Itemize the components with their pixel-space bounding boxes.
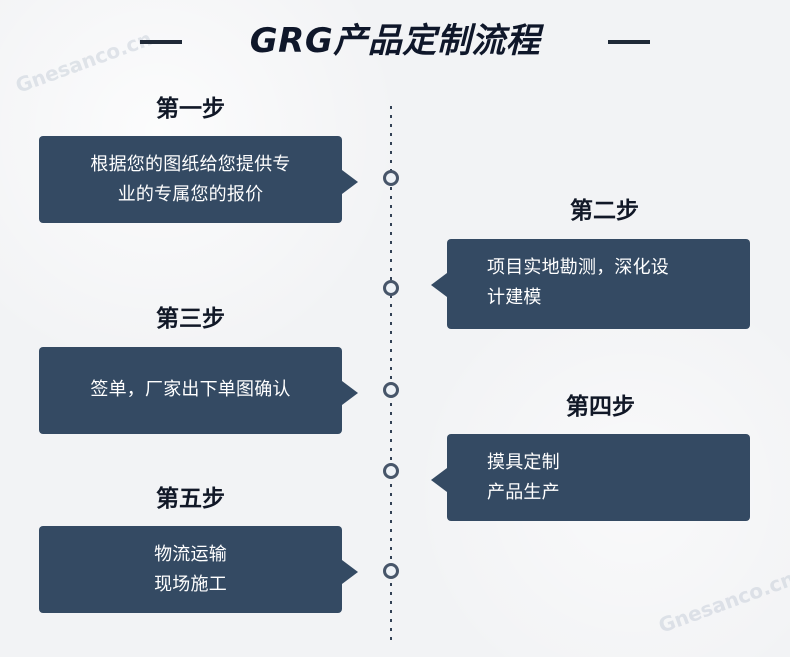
step-4-line-2: 产品生产 [487, 482, 560, 503]
step-2-line-2: 计建模 [487, 287, 542, 308]
timeline-node-4 [383, 463, 399, 479]
step-5-card: 物流运输 现场施工 [39, 526, 358, 613]
timeline-node-5 [383, 563, 399, 579]
step-2-line-1: 项目实地勘测，深化设 [487, 257, 669, 278]
step-2-card: 项目实地勘测，深化设 计建模 [431, 239, 750, 329]
step-5-line-2: 现场施工 [154, 574, 227, 595]
step-3-card: 签单，厂家出下单图确认 [39, 347, 358, 434]
step-5-label: 第五步 [156, 486, 225, 512]
timeline-dotted-line [390, 106, 392, 640]
step-4-label: 第四步 [566, 394, 635, 420]
step-5-line-1: 物流运输 [154, 544, 227, 565]
timeline-node-3 [383, 382, 399, 398]
page-title: GRG产品定制流程 [249, 21, 541, 61]
title-area: GRG产品定制流程 [140, 18, 650, 64]
timeline-node-1 [383, 170, 399, 186]
step-1-label: 第一步 [156, 96, 225, 122]
step-1-card: 根据您的图纸给您提供专 业的专属您的报价 [39, 136, 358, 223]
step-3-label: 第三步 [156, 306, 225, 332]
step-4-card: 摸具定制 产品生产 [431, 434, 750, 521]
step-1-line-1: 根据您的图纸给您提供专 [90, 154, 291, 175]
step-4-line-1: 摸具定制 [487, 452, 560, 473]
title-left-line [140, 40, 182, 44]
step-1-line-2: 业的专属您的报价 [117, 184, 264, 205]
timeline-node-2 [383, 280, 399, 296]
title-right-line [608, 40, 650, 44]
step-3-line-1: 签单，厂家出下单图确认 [90, 379, 291, 400]
step-2-label: 第二步 [570, 198, 639, 224]
